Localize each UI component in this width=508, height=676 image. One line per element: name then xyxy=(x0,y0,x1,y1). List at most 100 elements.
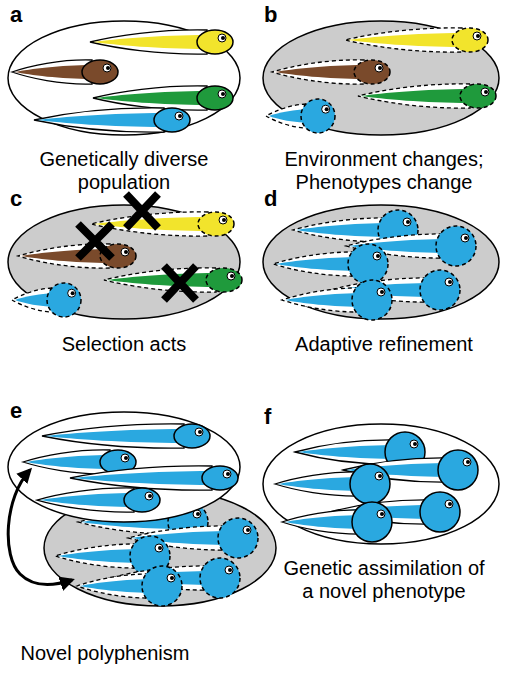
population-ellipse xyxy=(263,424,499,544)
tadpole-eye xyxy=(195,428,203,436)
tadpole-head xyxy=(47,283,81,317)
tadpole-pupil xyxy=(178,114,182,118)
tadpole-pupil xyxy=(325,107,329,111)
panel-caption: Adaptive refinement xyxy=(264,333,504,356)
tadpole-pupil xyxy=(228,568,232,572)
tadpole-head xyxy=(154,108,190,132)
tadpole-head xyxy=(354,60,390,84)
tadpole-head xyxy=(420,270,460,310)
tadpole-head xyxy=(142,566,182,606)
tadpole-eye xyxy=(481,88,489,96)
panel-letter: d xyxy=(264,186,277,212)
tadpole-head xyxy=(350,464,390,504)
tadpole-eye xyxy=(218,34,226,42)
panel-letter: c xyxy=(10,186,22,212)
tadpole-pupil xyxy=(378,474,382,478)
population-ellipse xyxy=(8,412,240,522)
tadpole-pupil xyxy=(406,220,410,224)
tadpole-eye xyxy=(219,216,227,224)
panel-letter: a xyxy=(10,2,22,28)
tadpole-head xyxy=(198,212,234,236)
tadpole-head xyxy=(460,84,496,108)
tail xyxy=(73,471,212,485)
tadpole-pupil xyxy=(448,502,452,506)
tadpole-eye xyxy=(322,105,330,113)
panel-caption: Genetic assimilation of a novel phenotyp… xyxy=(279,557,489,603)
tadpole-pupil xyxy=(221,92,225,96)
tadpole-eye xyxy=(145,492,153,500)
tail xyxy=(15,65,92,79)
population-ellipse xyxy=(263,205,499,319)
tadpole-pupil xyxy=(124,456,128,460)
tadpole-eye xyxy=(375,64,383,72)
tadpole-eye xyxy=(445,500,453,508)
tadpole-eye xyxy=(375,472,383,480)
tadpole-pupil xyxy=(380,290,384,294)
tadpole-pupil xyxy=(380,512,384,516)
tadpole-pupil xyxy=(246,528,250,532)
tadpole-eye xyxy=(218,90,226,98)
tadpole-pupil xyxy=(378,66,382,70)
tadpole-pupil xyxy=(148,494,152,498)
tadpole-pupil xyxy=(464,236,468,240)
tadpole-head xyxy=(301,99,335,133)
tadpole-pupil xyxy=(466,460,470,464)
tadpole-eye xyxy=(227,272,235,280)
tail xyxy=(298,445,399,459)
panel-caption: Genetically diverse population xyxy=(9,148,239,194)
tadpole-head xyxy=(206,268,242,292)
tadpole-pupil xyxy=(198,430,202,434)
tadpole-eye xyxy=(243,526,251,534)
tadpole-head xyxy=(174,424,210,448)
tadpole-eye xyxy=(403,218,411,226)
tadpole-pupil xyxy=(413,442,417,446)
tadpole-eye xyxy=(155,544,163,552)
tadpole-eye xyxy=(68,289,76,297)
tadpole-head xyxy=(348,244,388,284)
tadpole-head xyxy=(352,280,392,320)
tadpole-eye xyxy=(167,574,175,582)
tadpole-head xyxy=(197,30,233,54)
panel-caption: Environment changes; Phenotypes change xyxy=(264,148,504,194)
tadpole-pupil xyxy=(476,34,480,38)
tadpole-pupil xyxy=(71,291,75,295)
tadpole-pupil xyxy=(484,90,488,94)
tadpole-eye xyxy=(377,510,385,518)
tadpole-pupil xyxy=(222,218,226,222)
panel-letter: f xyxy=(264,404,271,430)
panel-caption: Selection acts xyxy=(9,333,239,356)
tadpole-eye xyxy=(373,252,381,260)
tadpole-head xyxy=(124,488,160,512)
tadpole-pupil xyxy=(448,280,452,284)
tadpole-eye xyxy=(377,288,385,296)
tadpole-eye xyxy=(223,470,231,478)
tail xyxy=(40,493,134,507)
tadpole-head xyxy=(420,492,460,532)
tadpole-head xyxy=(82,60,118,84)
tadpole-head xyxy=(218,518,258,558)
tadpole-eye xyxy=(225,566,233,574)
tadpole-pupil xyxy=(221,36,225,40)
tadpole-eye xyxy=(175,112,183,120)
tadpole-eye xyxy=(463,458,471,466)
tadpole-pupil xyxy=(106,66,110,70)
tadpole-head xyxy=(202,466,238,490)
tadpole-head xyxy=(352,502,392,542)
tail xyxy=(37,113,164,127)
tadpole-head xyxy=(197,86,233,110)
tadpole-pupil xyxy=(124,250,128,254)
tadpole-head xyxy=(200,558,240,598)
tadpole-eye xyxy=(410,440,418,448)
tadpole-pupil xyxy=(158,546,162,550)
tadpole-head xyxy=(438,450,478,490)
panel-caption: Novel polyphenism xyxy=(0,642,215,665)
tadpole-eye xyxy=(121,454,129,462)
tadpole-head xyxy=(452,28,488,52)
tadpole-pupil xyxy=(230,274,234,278)
tail xyxy=(45,429,184,443)
tadpole-pupil xyxy=(170,576,174,580)
tadpole-eye xyxy=(445,278,453,286)
panel-letter: e xyxy=(10,398,22,424)
tadpole-eye xyxy=(473,32,481,40)
tadpole-eye xyxy=(121,248,129,256)
